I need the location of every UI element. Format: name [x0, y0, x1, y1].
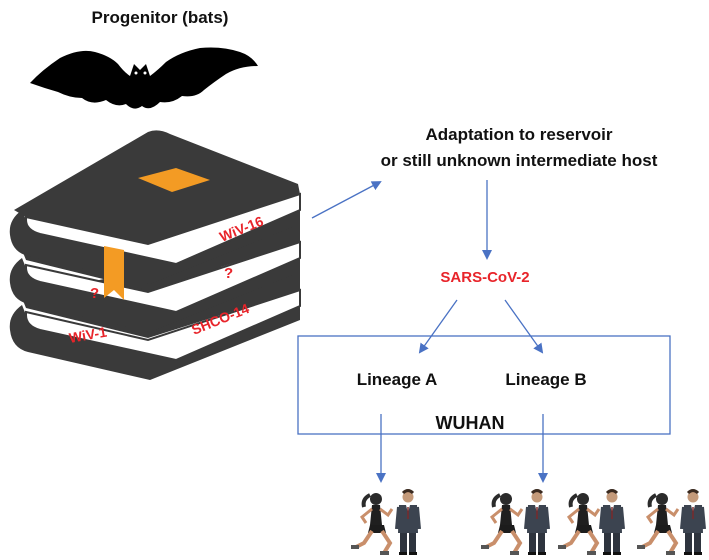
arrow-virus-to-lineage-b	[504, 299, 544, 354]
businessman-icon	[680, 488, 706, 557]
runner-icon	[556, 491, 601, 557]
lineage-a-label: Lineage A	[357, 370, 438, 389]
books-stack-icon	[9, 130, 301, 380]
people-row	[349, 488, 706, 557]
arrow-books-to-host	[311, 181, 382, 219]
businessman-icon	[524, 488, 550, 557]
runner-icon	[349, 491, 394, 557]
bat-icon	[30, 47, 258, 109]
question-mark-left: ?	[90, 285, 99, 302]
bookmark-ribbon	[104, 246, 124, 300]
runner-icon	[635, 491, 680, 557]
arrow-virus-to-lineage-a	[418, 299, 458, 354]
virus-label: SARS-CoV-2	[440, 269, 529, 286]
wuhan-box	[297, 335, 671, 435]
lineage-b-label: Lineage B	[505, 370, 586, 389]
businessman-icon	[599, 488, 625, 557]
runner-icon	[479, 491, 524, 557]
city-label: WUHAN	[436, 413, 505, 433]
businessman-icon	[395, 488, 421, 557]
adaptation-line-1: Adaptation to reservoir	[425, 125, 612, 144]
question-mark-middle: ?	[224, 265, 233, 282]
progenitor-title: Progenitor (bats)	[92, 8, 229, 27]
label-wiv1: WiV-1	[68, 324, 108, 346]
cover-square	[138, 168, 210, 192]
adaptation-line-2: or still unknown intermediate host	[381, 151, 658, 170]
